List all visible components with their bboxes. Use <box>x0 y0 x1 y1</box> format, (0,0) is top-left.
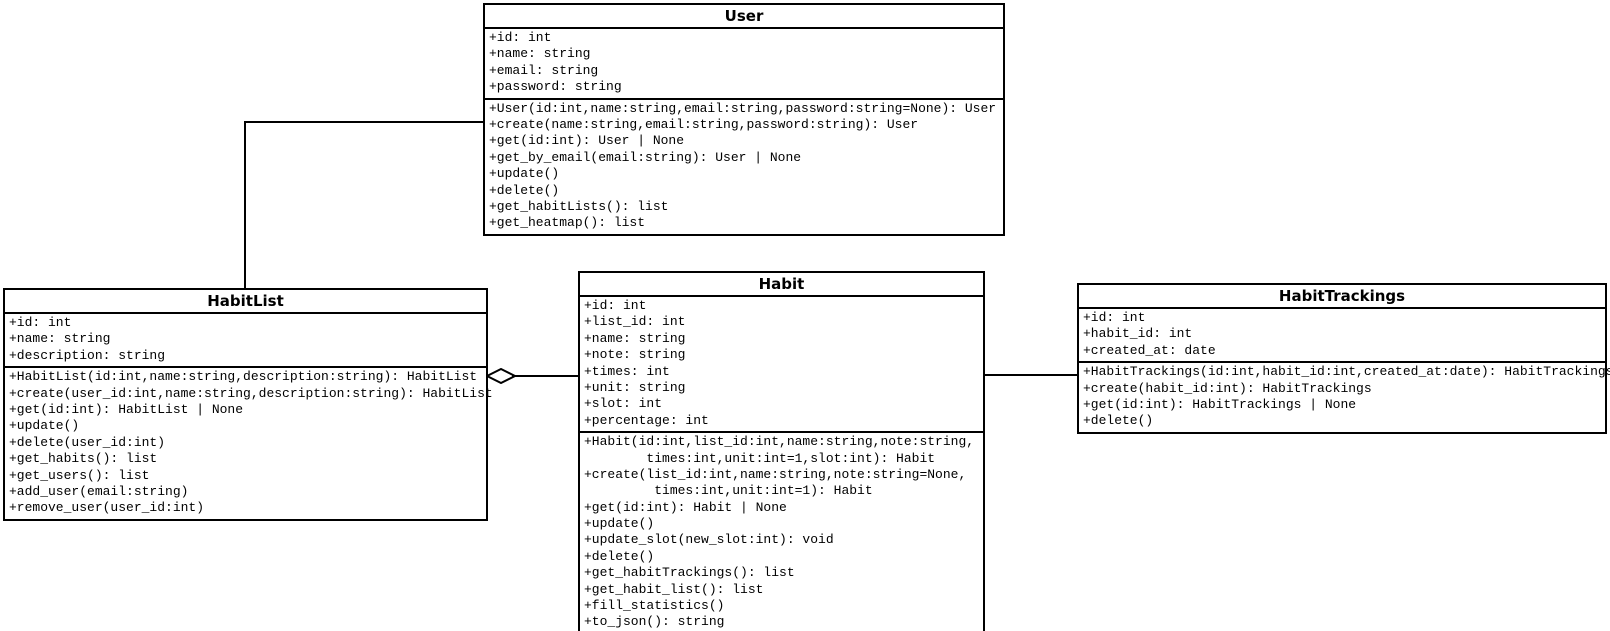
class-habit-title: Habit <box>580 273 983 297</box>
class-habit: Habit +id: int+list_id: int+name: string… <box>578 271 985 631</box>
method-row: +User(id:int,name:string,email:string,pa… <box>489 100 997 116</box>
method-row: +to_json(): string <box>584 614 725 630</box>
method-row: +get_habits(): list <box>9 451 158 467</box>
method-row: +Habit(id:int,list_id:int,name:string,no… <box>584 434 975 450</box>
method-row: +HabitTrackings(id:int,habit_id:int,crea… <box>1083 364 1610 380</box>
method-row: +remove_user(user_id:int) <box>9 500 205 516</box>
class-habit-methods: +Habit(id:int,list_id:int,name:string,no… <box>580 433 983 631</box>
method-row: +fill_statistics() <box>584 598 725 614</box>
association-user-habitlist-vertical-line <box>244 121 246 288</box>
attribute-row: +created_at: date <box>1083 342 1216 358</box>
attribute-row: +id: int <box>9 315 72 330</box>
class-habit-attributes: +id: int+list_id: int+name: string+note:… <box>580 297 983 434</box>
class-habittrackings: HabitTrackings +id: int+habit_id: int+cr… <box>1077 283 1610 434</box>
class-habitlist-title: HabitList <box>5 290 486 314</box>
attribute-row: +percentage: int <box>584 412 709 428</box>
method-row: +get(id:int): HabitList | None <box>9 401 244 417</box>
method-row: +create(habit_id:int): HabitTrackings <box>1083 380 1372 396</box>
class-user: User +id: int+name: string+email: string… <box>483 3 1005 236</box>
method-row: +get(id:int): HabitTrackings | None <box>1083 396 1357 412</box>
method-row: +update() <box>584 516 655 532</box>
method-row: +create(user_id:int,name:string,descript… <box>9 385 493 401</box>
attribute-row: +note: string <box>584 347 686 363</box>
class-user-attributes: +id: int+name: string+email: string+pass… <box>485 29 1003 100</box>
attribute-row: +times: int <box>584 363 670 379</box>
method-row: +get(id:int): Habit | None <box>584 499 787 515</box>
method-row: +get_habitTrackings(): list <box>584 565 795 581</box>
class-habittrackings-methods: +HabitTrackings(id:int,habit_id:int,crea… <box>1079 363 1610 432</box>
method-row: +create(list_id:int,name:string,note:str… <box>584 466 967 482</box>
method-row: +delete(user_id:int) <box>9 434 166 450</box>
method-row: +create(name:string,email:string,passwor… <box>489 116 919 132</box>
attribute-row: +name: string <box>9 331 111 347</box>
attribute-row: +habit_id: int <box>1083 326 1193 342</box>
association-user-habitlist-horizontal-line <box>244 121 483 123</box>
method-row: +get_by_email(email:string): User | None <box>489 149 802 165</box>
method-row: +get(id:int): User | None <box>489 133 685 149</box>
method-row: +delete() <box>489 182 560 198</box>
attribute-row: +id: int <box>584 298 647 313</box>
attribute-row: +password: string <box>489 79 622 95</box>
aggregation-habitlist-habit-line <box>512 375 578 377</box>
class-habittrackings-attributes: +id: int+habit_id: int+created_at: date <box>1079 309 1605 364</box>
method-row: +get_heatmap(): list <box>489 215 646 231</box>
method-row: times:int,unit:int=1): Habit <box>584 483 873 499</box>
method-row: +delete() <box>584 548 655 564</box>
method-row: +get_habit_list(): list <box>584 581 764 597</box>
attribute-row: +id: int <box>1083 310 1146 325</box>
attribute-row: +name: string <box>584 330 686 346</box>
method-row: +get_habitLists(): list <box>489 198 669 214</box>
class-user-title: User <box>485 5 1003 29</box>
method-row: times:int,unit:int=1,slot:int): Habit <box>584 450 936 466</box>
method-row: +HabitList(id:int,name:string,descriptio… <box>9 369 478 385</box>
class-habitlist-methods: +HabitList(id:int,name:string,descriptio… <box>5 368 493 519</box>
attribute-row: +list_id: int <box>584 314 686 330</box>
class-habitlist: HabitList +id: int+name: string+descript… <box>3 288 493 521</box>
association-habit-habittrackings-line <box>985 374 1077 376</box>
class-user-methods: +User(id:int,name:string,email:string,pa… <box>485 100 1003 234</box>
method-row: +get_users(): list <box>9 467 150 483</box>
attribute-row: +id: int <box>489 30 552 45</box>
method-row: +update() <box>9 418 80 434</box>
attribute-row: +email: string <box>489 62 599 78</box>
method-row: +update_slot(new_slot:int): void <box>584 532 834 548</box>
attribute-row: +unit: string <box>584 379 686 395</box>
class-habitlist-attributes: +id: int+name: string+description: strin… <box>5 314 486 369</box>
method-row: +delete() <box>1083 413 1154 429</box>
method-row: +update() <box>489 166 560 182</box>
method-row: +add_user(email:string) <box>9 483 189 499</box>
class-habittrackings-title: HabitTrackings <box>1079 285 1605 309</box>
attribute-row: +slot: int <box>584 396 663 412</box>
attribute-row: +description: string <box>9 347 166 363</box>
attribute-row: +name: string <box>489 46 591 62</box>
